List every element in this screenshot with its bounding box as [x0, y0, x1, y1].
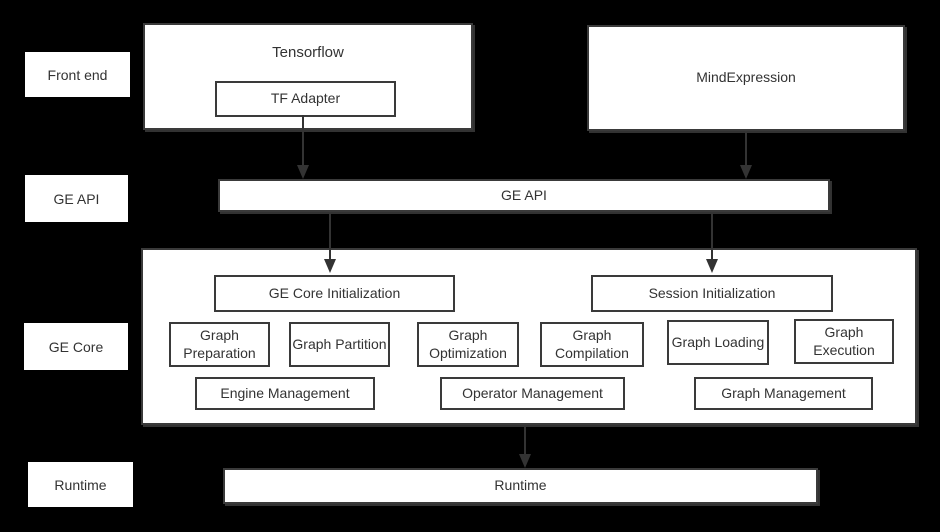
arrow-head-icon [519, 454, 531, 468]
mindexpression-box: MindExpression [587, 25, 905, 131]
session-initialization-label: Session Initialization [648, 284, 776, 301]
row-label-front-end: Front end [25, 52, 130, 97]
row-label-runtime: Runtime [28, 462, 133, 507]
engine-management-label: Engine Management [220, 384, 350, 401]
arrow-mindexpression-to-ge-api [740, 131, 752, 179]
operator-management-label: Operator Management [462, 384, 603, 401]
row-label-ge-api-text: GE API [53, 190, 100, 207]
graph-preparation-label: Graph Preparation [183, 327, 256, 361]
arrow-ge-api-to-session-initialization [706, 212, 718, 273]
tensorflow-box: Tensorflow TF Adapter [143, 23, 473, 130]
tensorflow-box-title: Tensorflow [272, 43, 344, 61]
graph-compilation-label: Graph Compilation [555, 327, 629, 361]
arrow-head-icon [324, 259, 336, 273]
graph-optimization-box: Graph Optimization [417, 322, 519, 367]
graph-optimization-label: Graph Optimization [429, 327, 507, 361]
arrow-head-icon [297, 165, 309, 179]
tf-adapter-box-label: TF Adapter [270, 90, 341, 107]
session-initialization-box: Session Initialization [591, 275, 833, 312]
graph-execution-box: Graph Execution [794, 319, 894, 364]
arrow-ge-core-to-runtime [519, 425, 531, 468]
graph-partition-label: Graph Partition [292, 335, 387, 352]
graph-execution-label: Graph Execution [813, 324, 875, 358]
row-label-ge-api: GE API [25, 175, 128, 222]
arrow-line [524, 425, 526, 454]
runtime-bar: Runtime [223, 468, 818, 504]
row-label-ge-core: GE Core [24, 323, 128, 370]
row-label-front-end-text: Front end [47, 66, 108, 83]
arrow-ge-api-to-ge-core-initialization [324, 212, 336, 273]
graph-management-label: Graph Management [721, 384, 846, 401]
graph-management-box: Graph Management [694, 377, 873, 410]
arrow-head-icon [740, 165, 752, 179]
arrow-head-icon [706, 259, 718, 273]
arrow-line [745, 131, 747, 165]
row-label-runtime-text: Runtime [54, 476, 107, 493]
graph-loading-box: Graph Loading [667, 320, 769, 365]
row-label-ge-core-text: GE Core [48, 338, 104, 355]
runtime-bar-label: Runtime [494, 477, 547, 494]
ge-core-box: GE Core Initialization Session Initializ… [141, 248, 917, 425]
arrow-line [302, 115, 304, 165]
graph-loading-label: Graph Loading [671, 333, 765, 350]
tf-adapter-box: TF Adapter [215, 81, 396, 117]
arrow-tf-adapter-to-ge-api [297, 115, 309, 179]
graph-partition-box: Graph Partition [289, 322, 390, 367]
arrow-line [711, 212, 713, 259]
graph-preparation-box: Graph Preparation [169, 322, 270, 367]
arrow-line [329, 212, 331, 259]
mindexpression-box-label: MindExpression [696, 69, 796, 86]
operator-management-box: Operator Management [440, 377, 625, 410]
ge-core-initialization-label: GE Core Initialization [268, 284, 401, 301]
ge-api-bar: GE API [218, 179, 830, 212]
ge-core-initialization-box: GE Core Initialization [214, 275, 455, 312]
graph-compilation-box: Graph Compilation [540, 322, 644, 367]
engine-management-box: Engine Management [195, 377, 375, 410]
ge-api-bar-label: GE API [501, 186, 547, 203]
